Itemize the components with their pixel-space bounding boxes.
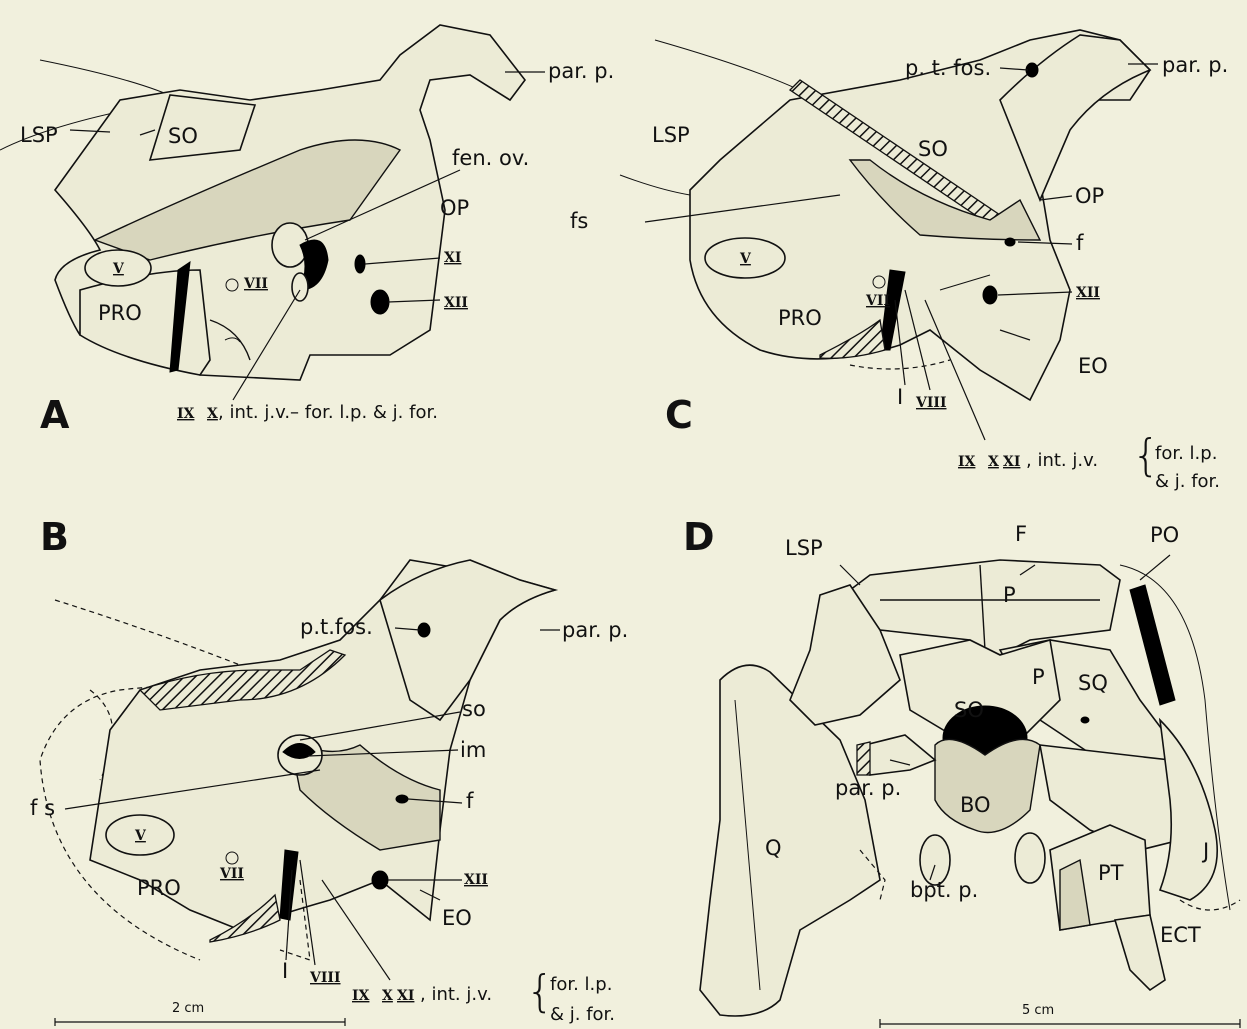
- panel-a-label-v: V: [112, 261, 125, 277]
- panel-b-label-pro: PRO: [137, 876, 181, 900]
- panel-d-letter: D: [683, 515, 715, 559]
- panel-d: D LSP F PO P P SQ SO par. p. BO Q bpt. p…: [683, 515, 1240, 1028]
- panel-b-label-i: I: [282, 959, 288, 983]
- panel-c-label-vii: VII: [865, 293, 890, 309]
- panel-c-label-v: V: [739, 251, 752, 267]
- panel-b-label-fs: f s: [30, 796, 55, 820]
- panel-b-label-f: f: [466, 789, 474, 813]
- panel-b: B p.t.fos. par. p. so im f s f V VII PRO…: [30, 515, 628, 1026]
- panel-a-label-x: X: [207, 406, 218, 422]
- panel-a-caption: , int. j.v.– for. l.p. & j. for.: [218, 402, 438, 423]
- panel-b-foramen-xii: [372, 871, 388, 889]
- panel-c-foramen-f: [1005, 238, 1015, 246]
- panel-a-label-pro: PRO: [98, 301, 142, 325]
- panel-a-label-ix: IX: [177, 406, 195, 422]
- panel-c-label-eo: EO: [1078, 354, 1108, 378]
- panel-c-label-x: X: [988, 454, 999, 470]
- panel-a-letter: A: [40, 393, 70, 437]
- panel-c-label-op: OP: [1075, 184, 1104, 208]
- panel-d-label-pt: PT: [1098, 861, 1124, 885]
- panel-d-label-par-p: par. p.: [835, 776, 901, 800]
- panel-c-label-ix: IX: [958, 454, 976, 470]
- panel-d-label-q: Q: [765, 836, 782, 860]
- panel-b-label-so: so: [462, 697, 486, 721]
- panel-d-label-po: PO: [1150, 523, 1179, 547]
- panel-b-label-viii: VIII: [309, 970, 341, 986]
- panel-c-label-par-p: par. p.: [1162, 53, 1228, 77]
- panel-c-label-j-for: & j. for.: [1155, 471, 1220, 492]
- panel-b-label-im: im: [460, 738, 486, 762]
- panel-d-paroccipital: [865, 735, 935, 775]
- panel-b-label-vii: VII: [219, 866, 244, 882]
- panel-c-label-so: SO: [918, 137, 948, 161]
- panel-a-label-fen-ov: fen. ov.: [452, 146, 529, 170]
- panel-c-label-p-t-fos: p. t. fos.: [905, 56, 991, 80]
- panel-a-label-par-p: par. p.: [548, 59, 614, 83]
- panel-d-label-f: F: [1015, 522, 1027, 546]
- panel-d-scale-label: 5 cm: [1022, 1003, 1054, 1018]
- panel-d-quadrate: [700, 665, 880, 1016]
- panel-b-label-eo: EO: [442, 906, 472, 930]
- panel-b-label-x: X: [382, 988, 393, 1004]
- panel-b-label-ix: IX: [352, 988, 370, 1004]
- panel-c-label-viii: VIII: [915, 395, 947, 411]
- panel-d-postorbital-black: [1130, 585, 1175, 705]
- panel-d-ectopterygoid: [1115, 915, 1165, 990]
- panel-b-label-par-p: par. p.: [562, 618, 628, 642]
- panel-c-foramen-xii: [983, 286, 997, 304]
- panel-b-label-for-lp: for. l.p.: [550, 974, 612, 995]
- panel-d-label-bpt-p: bpt. p.: [910, 878, 978, 902]
- panel-d-label-p-top: P: [1003, 583, 1016, 607]
- panel-c-label-f: f: [1076, 231, 1084, 255]
- panel-b-scale-label: 2 cm: [172, 1001, 204, 1016]
- panel-a-label-so: SO: [168, 124, 198, 148]
- panel-d-label-p-mid: P: [1032, 665, 1045, 689]
- panel-b-letter: B: [40, 515, 69, 559]
- panel-c-label-int-jv: , int. j.v.: [1026, 450, 1098, 471]
- panel-d-label-j: J: [1201, 839, 1209, 863]
- panel-d-label-sq: SQ: [1078, 671, 1108, 695]
- panel-d-label-ect: ECT: [1160, 923, 1201, 947]
- panel-c-label-xii: XII: [1076, 285, 1100, 301]
- panel-d-label-so: SO: [954, 698, 984, 722]
- panel-c: C p. t. fos. par. p. LSP SO OP fs f V VI…: [570, 30, 1228, 492]
- panel-a-label-vii: VII: [243, 276, 268, 292]
- panel-c-label-lsp: LSP: [652, 123, 690, 147]
- panel-a-label-lsp: LSP: [20, 123, 58, 147]
- panel-b-label-v: V: [134, 828, 147, 844]
- panel-c-label-fs: fs: [570, 209, 588, 233]
- panel-a-label-xi: XI: [444, 250, 461, 266]
- panel-b-foramen-f: [396, 795, 408, 803]
- panel-a-foramen-xii: [371, 290, 389, 314]
- panel-b-label-j-for: & j. for.: [550, 1004, 615, 1025]
- panel-b-label-p-t-fos: p.t.fos.: [300, 615, 373, 639]
- panel-a-foramen-xi: [355, 255, 365, 273]
- panel-d-label-bo: BO: [960, 793, 991, 817]
- panel-c-letter: C: [665, 393, 693, 437]
- panel-b-label-int-jv: , int. j.v.: [420, 984, 492, 1005]
- panel-d-bpt-right: [1015, 833, 1045, 883]
- panel-b-label-xi: XI: [397, 988, 414, 1004]
- panel-c-label-pro: PRO: [778, 306, 822, 330]
- panel-d-label-lsp: LSP: [785, 536, 823, 560]
- panel-c-label-xi: XI: [1003, 454, 1020, 470]
- panel-a-label-op: OP: [440, 196, 469, 220]
- panel-d-basioccipital: [935, 739, 1040, 832]
- panel-a-ix-x-foramen: [292, 273, 308, 301]
- panel-c-label-i: I: [897, 385, 903, 409]
- panel-a: A LSP SO par. p. fen. ov. OP V VII XI XI…: [0, 25, 614, 437]
- panel-b-label-xii: XII: [464, 872, 488, 888]
- panel-c-label-for-lp: for. l.p.: [1155, 443, 1217, 464]
- panel-a-label-xii: XII: [444, 295, 468, 311]
